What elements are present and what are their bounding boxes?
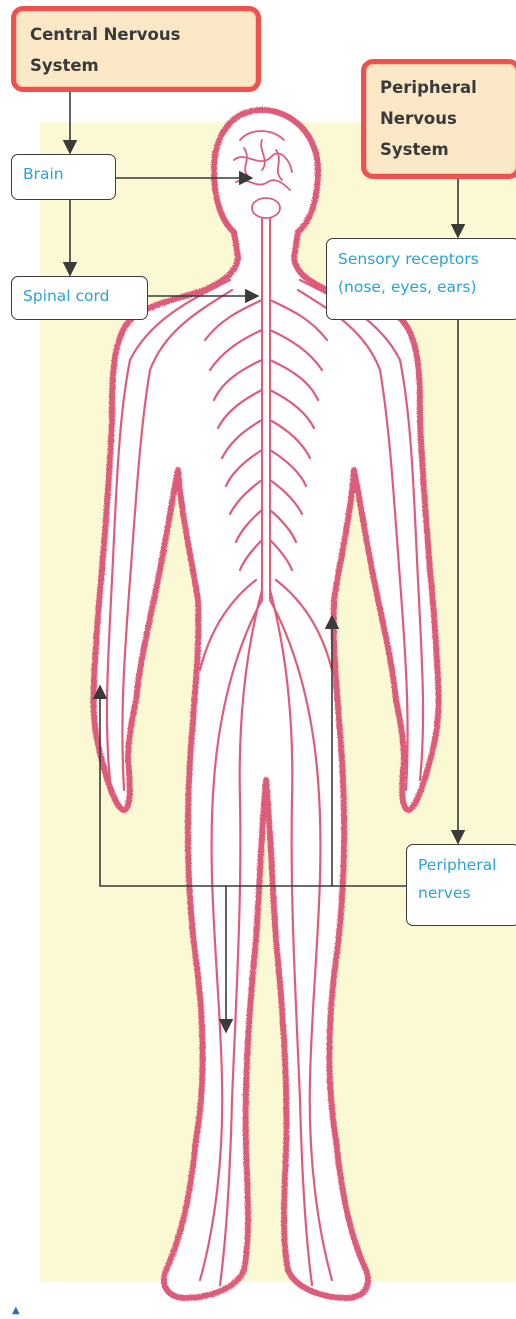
- peripheral-nerves-line-1: Peripheral: [418, 851, 508, 879]
- spinal-cord-label: Spinal cord: [11, 276, 148, 320]
- pns-title-line-3: System: [380, 134, 502, 165]
- peripheral-nerves-label: Peripheral nerves: [406, 844, 516, 926]
- spinal-cord-label-text: Spinal cord: [23, 282, 136, 310]
- cns-title-line-1: Central Nervous: [30, 19, 242, 50]
- triangle-icon: ▲: [12, 1305, 20, 1316]
- brain-label: Brain: [11, 154, 116, 200]
- peripheral-nervous-system-box: Peripheral Nervous System: [361, 59, 516, 179]
- pns-title-line-1: Peripheral: [380, 72, 502, 103]
- peripheral-nerves-line-2: nerves: [418, 879, 508, 907]
- central-nervous-system-box: Central Nervous System: [11, 6, 261, 92]
- sensory-label-line-2: (nose, eyes, ears): [338, 273, 508, 301]
- cns-title-line-2: System: [30, 50, 242, 81]
- sensory-receptors-label: Sensory receptors (nose, eyes, ears): [326, 238, 516, 320]
- sensory-label-line-1: Sensory receptors: [338, 245, 508, 273]
- brain-label-text: Brain: [23, 160, 104, 188]
- pns-title-line-2: Nervous: [380, 103, 502, 134]
